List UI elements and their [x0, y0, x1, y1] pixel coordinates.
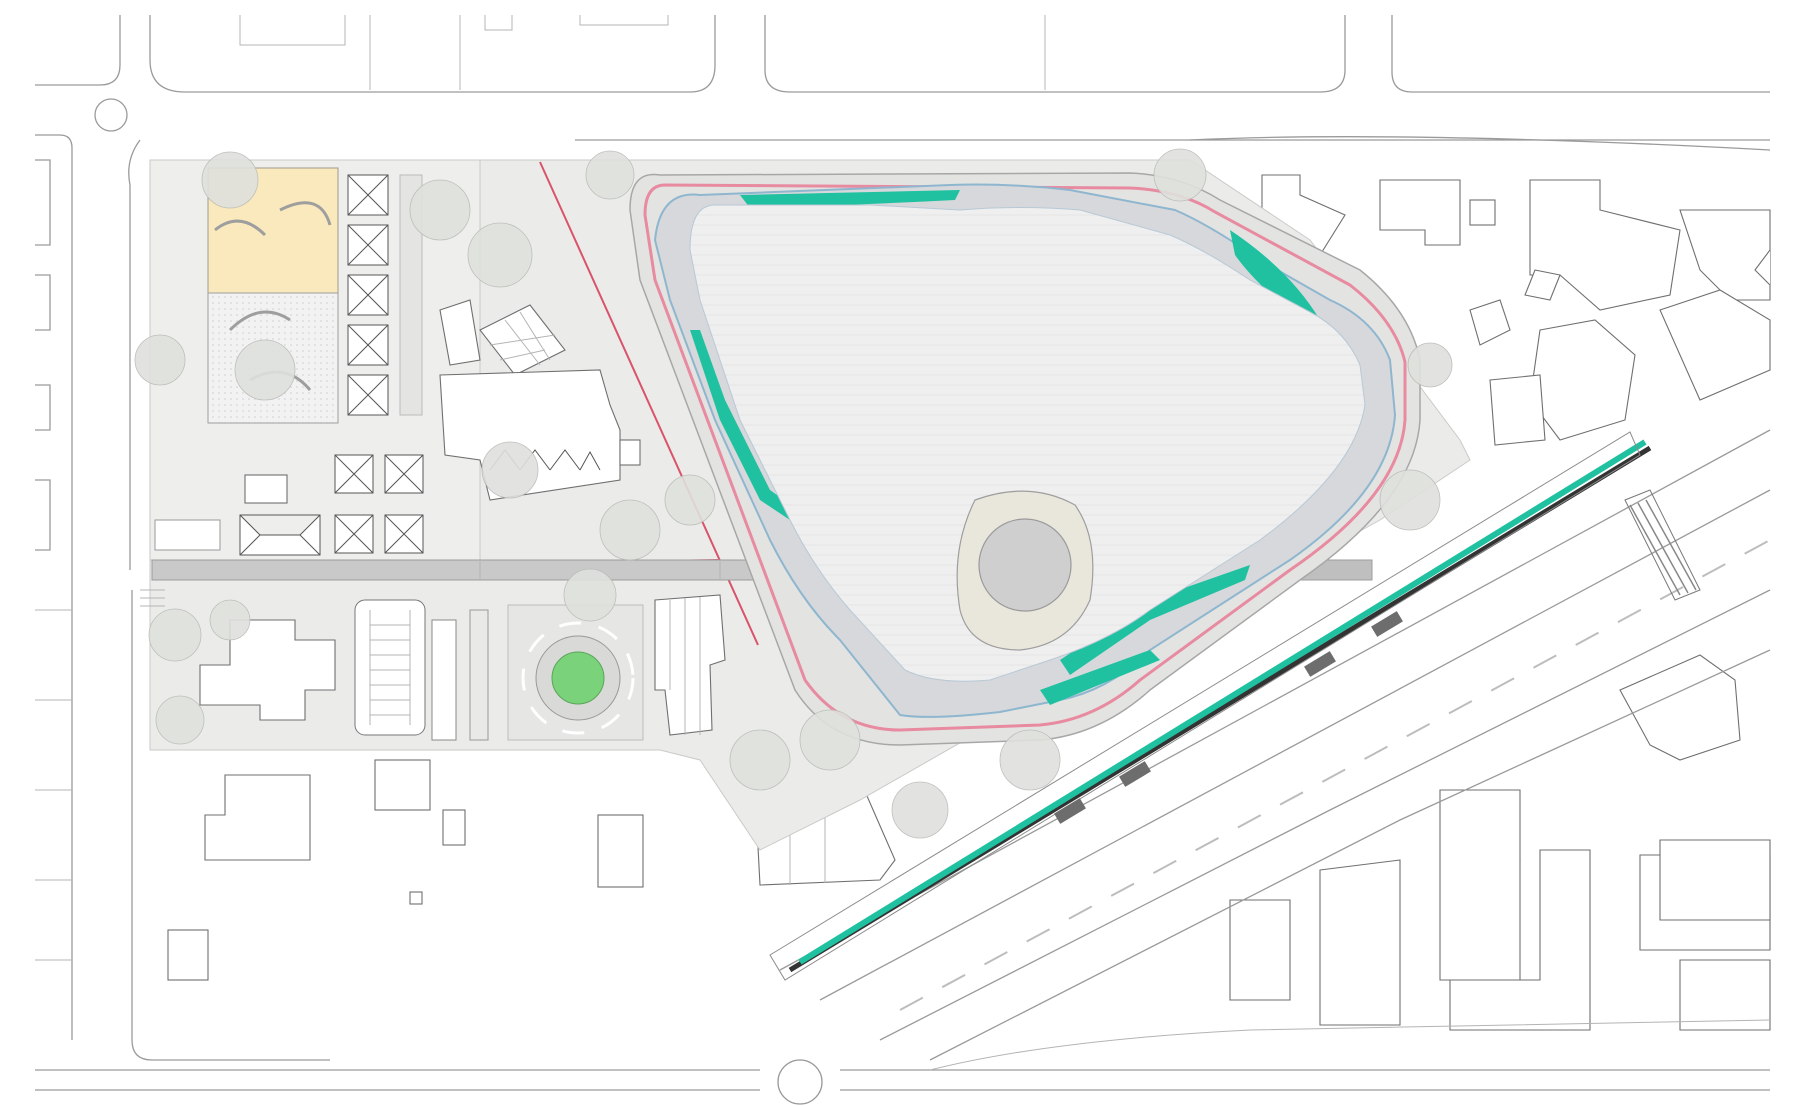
building — [204, 774, 311, 861]
building-outline — [369, 15, 669, 90]
avenue-curb — [879, 589, 1771, 1041]
walkway — [469, 609, 489, 741]
parking-stalls — [369, 610, 411, 725]
street-curb — [1189, 136, 1771, 151]
building — [1449, 849, 1591, 1031]
hedge-strip — [399, 174, 423, 416]
avenue-curb — [779, 429, 1771, 971]
roundabout — [94, 98, 128, 132]
street-curb — [35, 15, 121, 86]
building — [1379, 179, 1461, 246]
parking-lot — [354, 599, 426, 736]
street-curb — [35, 609, 72, 961]
railway — [769, 431, 1701, 981]
street-grid — [35, 15, 1771, 1105]
avenue — [779, 429, 1771, 1071]
roundabout-garden — [507, 604, 644, 741]
playground-sand — [207, 292, 339, 424]
avenue-curb — [929, 1019, 1771, 1071]
building — [167, 929, 209, 981]
roundabout — [777, 1059, 823, 1105]
wetland — [1060, 565, 1250, 675]
building — [654, 594, 726, 736]
building — [1489, 374, 1546, 446]
building — [1469, 299, 1511, 346]
wetland — [1230, 230, 1320, 325]
building — [1659, 289, 1771, 401]
service-lane — [431, 619, 457, 741]
street-curb — [35, 274, 51, 551]
pavilions — [239, 174, 424, 556]
building-outline — [239, 15, 346, 46]
building — [409, 891, 423, 905]
building — [1229, 899, 1291, 1001]
street-curb — [128, 139, 141, 570]
wetland — [690, 330, 860, 560]
avenue-curb — [819, 489, 1771, 1001]
crosswalk-marks — [1054, 611, 1403, 824]
wetland — [740, 190, 960, 208]
street-curb — [35, 159, 51, 246]
greenway-strip — [798, 439, 1647, 965]
street-curb — [1391, 15, 1770, 93]
street-curb — [764, 15, 1346, 93]
building — [1679, 209, 1771, 301]
island — [978, 518, 1072, 612]
street-curb — [149, 15, 716, 93]
building — [1529, 319, 1636, 441]
building — [597, 814, 644, 888]
lane-marking — [899, 539, 1771, 1011]
pedestrian-crossing — [1624, 489, 1701, 601]
street-curb — [131, 590, 330, 1061]
trees — [134, 148, 1453, 839]
building — [374, 759, 431, 811]
platform-edge — [769, 431, 1641, 981]
building — [1469, 199, 1496, 226]
boardwalk-entry — [154, 519, 221, 551]
building — [1619, 654, 1741, 761]
building — [442, 809, 466, 846]
building — [1659, 839, 1771, 921]
building — [1319, 859, 1401, 1026]
building — [1679, 959, 1771, 1031]
building — [199, 619, 336, 721]
avenue-curb — [929, 649, 1771, 1061]
wetland — [1040, 650, 1160, 705]
building — [1524, 269, 1561, 301]
lake-water — [689, 204, 1366, 682]
running-track — [643, 183, 1407, 732]
building — [1754, 249, 1771, 286]
community-building — [439, 299, 641, 501]
lake-complex — [629, 172, 1421, 746]
buildings — [167, 174, 1771, 1031]
building — [1439, 789, 1521, 981]
street-curb — [35, 134, 73, 1040]
